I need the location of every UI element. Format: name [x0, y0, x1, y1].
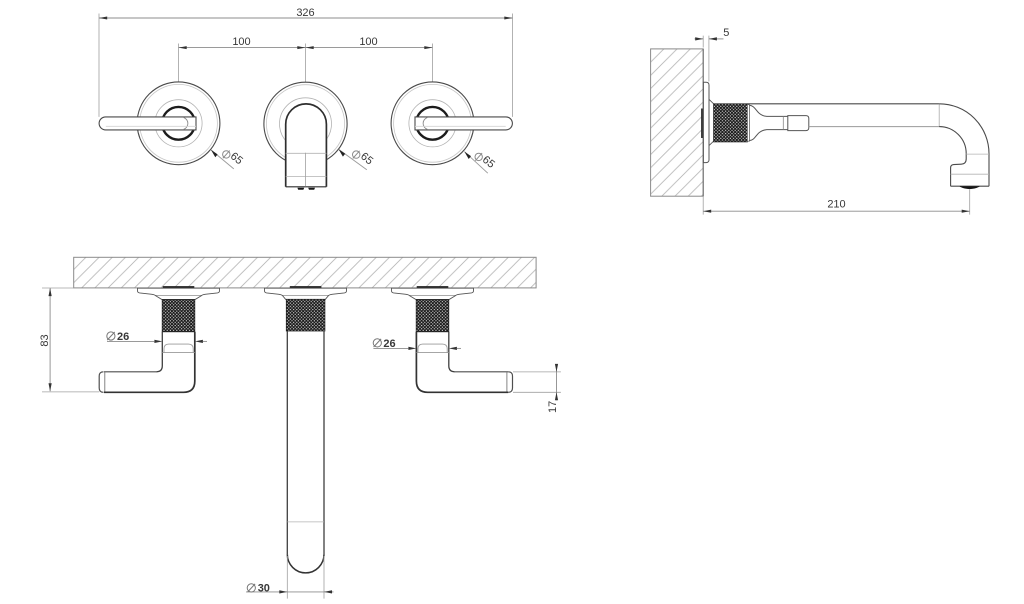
svg-text:5: 5 [723, 27, 729, 39]
svg-text:65: 65 [480, 154, 497, 171]
svg-text:100: 100 [359, 36, 377, 48]
svg-text:100: 100 [232, 36, 250, 48]
svg-text:210: 210 [827, 199, 845, 211]
svg-text:26: 26 [383, 338, 395, 350]
svg-text:65: 65 [228, 150, 245, 167]
svg-text:17: 17 [547, 401, 559, 413]
svg-text:26: 26 [117, 331, 129, 343]
svg-text:83: 83 [39, 334, 51, 346]
svg-text:65: 65 [358, 150, 375, 167]
svg-text:326: 326 [296, 7, 314, 19]
svg-text:30: 30 [258, 583, 270, 595]
